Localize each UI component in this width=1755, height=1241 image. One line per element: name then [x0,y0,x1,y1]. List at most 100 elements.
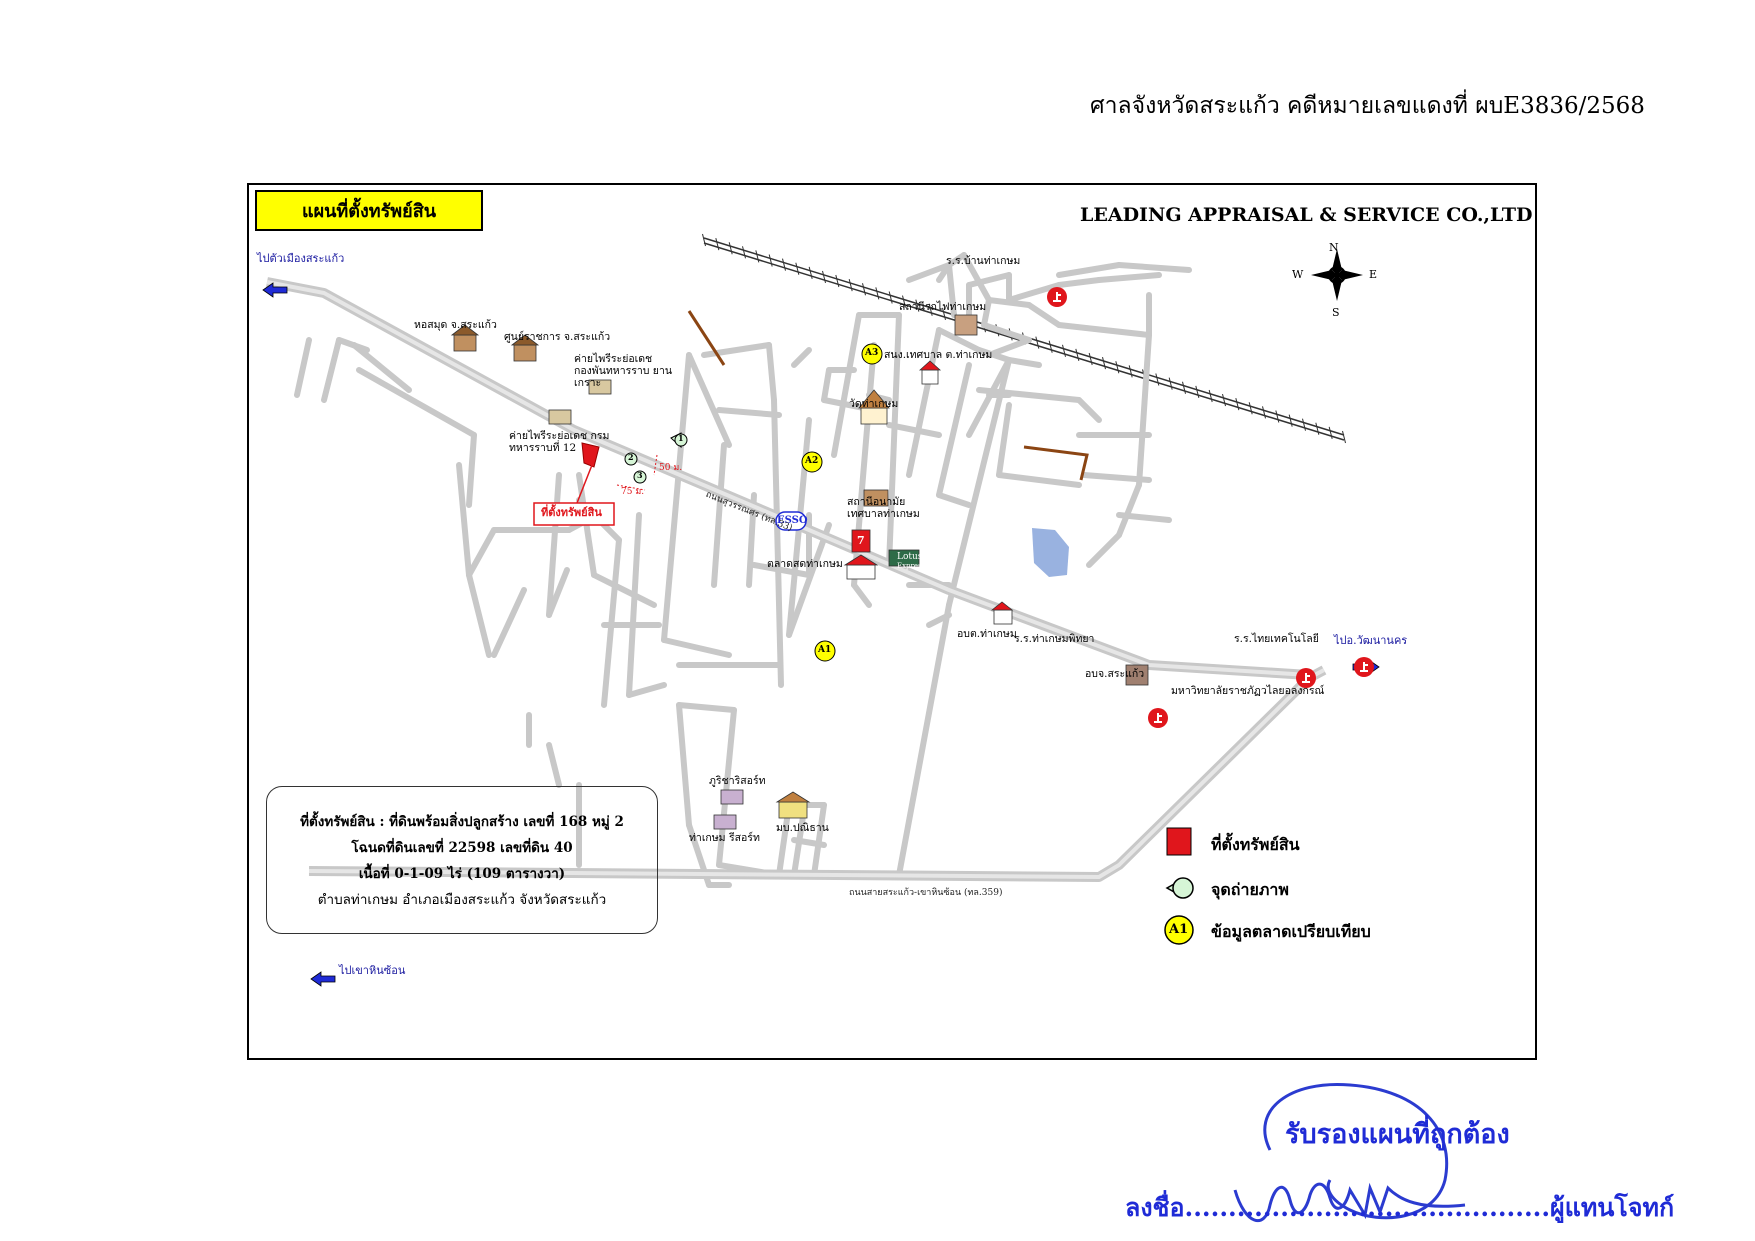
info-line-2: โฉนดที่ดินเลขที่ 22598 เลขที่ดิน 40 [351,840,573,856]
direction-to-watthana-nakhon: ไปอ.วัฒนานคร [1334,634,1408,647]
brand-esso: ESSO [777,515,808,526]
school-icons [1047,287,1374,728]
label-resort-2: ท่าเกษม รีสอร์ท [689,832,760,844]
railway-tie [1062,344,1066,357]
railway-tie [1128,365,1133,378]
label-gov-center: ศูนย์ราชการ จ.สระแก้ว [504,331,611,343]
legend-market-marker: A1 [1169,922,1189,937]
label-school-tha-kasem-phitthaya: ร.ร.ท่าเกษมพิทยา [1014,633,1095,645]
railway-tie [915,299,920,312]
railway-tie [875,287,880,300]
label-village: มบ.ปณิธาน [776,822,829,834]
compass-s: S [1332,306,1340,319]
info-line-1: ที่ตั้งทรัพย์สิน : ที่ดินพร้อมสิ่งปลูกสร… [300,814,624,830]
railway-tie [715,237,720,251]
compass-rose [1311,249,1363,301]
property-info-box: ที่ตั้งทรัพย์สิน : ที่ดินพร้อมสิ่งปลูกสร… [266,786,658,934]
compass-w: W [1292,268,1304,281]
map-canvas [262,233,1380,987]
label-district-office: อบต.ท่าเกษม [957,628,1017,640]
direction-to-khao-hin-son: ไปเขาหินซ้อน [339,964,406,977]
property-label-box [533,502,615,526]
compass-n: N [1329,241,1339,254]
handwritten-signature [1233,1082,1466,1223]
legend-property: ที่ตั้งทรัพย์สิน [1211,835,1300,854]
railway-tie [848,279,853,292]
railway-tie [835,274,840,288]
photo-point-2: 2 [628,452,634,462]
railway-tie [808,266,813,279]
direction-to-sa-kaeo: ไปตัวเมืองสระแก้ว [257,252,345,265]
brand-lotus-sub: Express [897,562,926,570]
pond [1032,528,1069,577]
railway-tie [1088,352,1093,366]
compass-e: E [1369,268,1378,281]
road-label-hw359: ถนนสายสระแก้ว-เขาหินซ้อน (ทล.359) [849,888,1003,898]
railway-tie [1168,377,1173,390]
highway-33 [266,277,1310,680]
railway-tie [1275,410,1280,423]
railway-tie [902,295,906,308]
building-icons [450,314,1149,830]
railway-tie [795,262,800,275]
legend-photo-point: จุดถ่ายภาพ [1211,880,1289,899]
label-university: มหาวิทยาลัยราชภัฏวไลยอลงกรณ์ [1171,685,1325,697]
railway-tie [1262,406,1266,419]
map-frame: ไปตัวเมืองสระแก้ว ไปอ.วัฒนานคร ไปเขาหินซ… [247,183,1537,1060]
label-camp-2: ค่ายไพรีระย่อเดช กรมทหารราบที่ 12 [509,430,610,455]
railway-tie [742,246,746,259]
company-name: LEADING APPRAISAL & SERVICE CO.,LTD [1080,204,1533,226]
railway-tie [1102,357,1106,370]
label-property: ที่ตั้งทรัพย์สิน [541,506,602,519]
railway-tie [1035,336,1040,349]
photo-point-1: 1 [678,433,684,443]
label-resort-1: ภูริชาริสอร์ท [709,775,766,787]
railway-tie [928,303,933,316]
certify-text: รับรองแผนที่ถูกต้อง [1285,1119,1510,1150]
label-camp-1: ค่ายไพรีระย่อเดช กองพันทหารราบ ยานเกราะ [574,353,673,390]
info-line-4: ตำบลท่าเกษม อำเภอเมืองสระแก้ว จังหวัดสระ… [317,892,607,908]
distance-markers [616,454,658,491]
railway-tie [1208,389,1213,403]
railway-tie [1248,402,1253,415]
railway-tie [822,270,826,284]
railway-tie [1155,373,1160,386]
railway-tie [1222,393,1226,407]
photo-point-3: 3 [637,470,643,480]
railway-tie [1342,430,1346,444]
label-train-station: สถานีรถไฟท่าเกษม [899,301,987,313]
railway-tie [755,250,760,263]
railway-tie [1048,340,1053,353]
dirt-roads [687,310,1089,481]
railway-tie [1288,414,1293,427]
label-library: หอสมุด จ.สระแก้ว [414,319,497,331]
legend-symbols [1164,827,1194,945]
photo-points [624,432,688,484]
railway-tie [1235,398,1240,411]
school-icon-marks [1053,292,1368,723]
map-title: แผนที่ตั้งทรัพย์สิน [255,190,483,231]
distance-75m: 75 ม. [621,487,645,497]
railway-tie [942,307,946,320]
property-pointer [576,464,593,504]
distance-50m: 50 ม. [659,463,683,473]
railway-tie [782,258,786,271]
signature-line: ลงชื่อ..................................… [1125,1193,1675,1222]
label-provincial-admin: อบจ.สระแก้ว [1085,668,1145,680]
connecting-roads [946,262,957,318]
railway-tie [862,283,866,296]
railway-tie [1302,418,1306,431]
railway-tie [1195,385,1200,398]
brand-seven: 7 [857,534,865,547]
railway-tie [1182,381,1186,394]
railway-tie [1075,348,1080,362]
label-municipal-office: สนง.เทศบาล ต.ท่าเกษม [884,349,993,361]
label-health-center: สถานีอนามัยเทศบาลท่าเกษม [847,496,920,521]
label-wat: วัดท่าเกษม [849,398,899,410]
railway-tie [1315,422,1320,435]
legend-market-data: ข้อมูลตลาดเปรียบเทียบ [1211,922,1371,941]
railway-tie [888,291,893,304]
railway-tie [1115,361,1120,374]
marker-a3: A3 [865,348,879,358]
railway-tie [702,233,706,247]
